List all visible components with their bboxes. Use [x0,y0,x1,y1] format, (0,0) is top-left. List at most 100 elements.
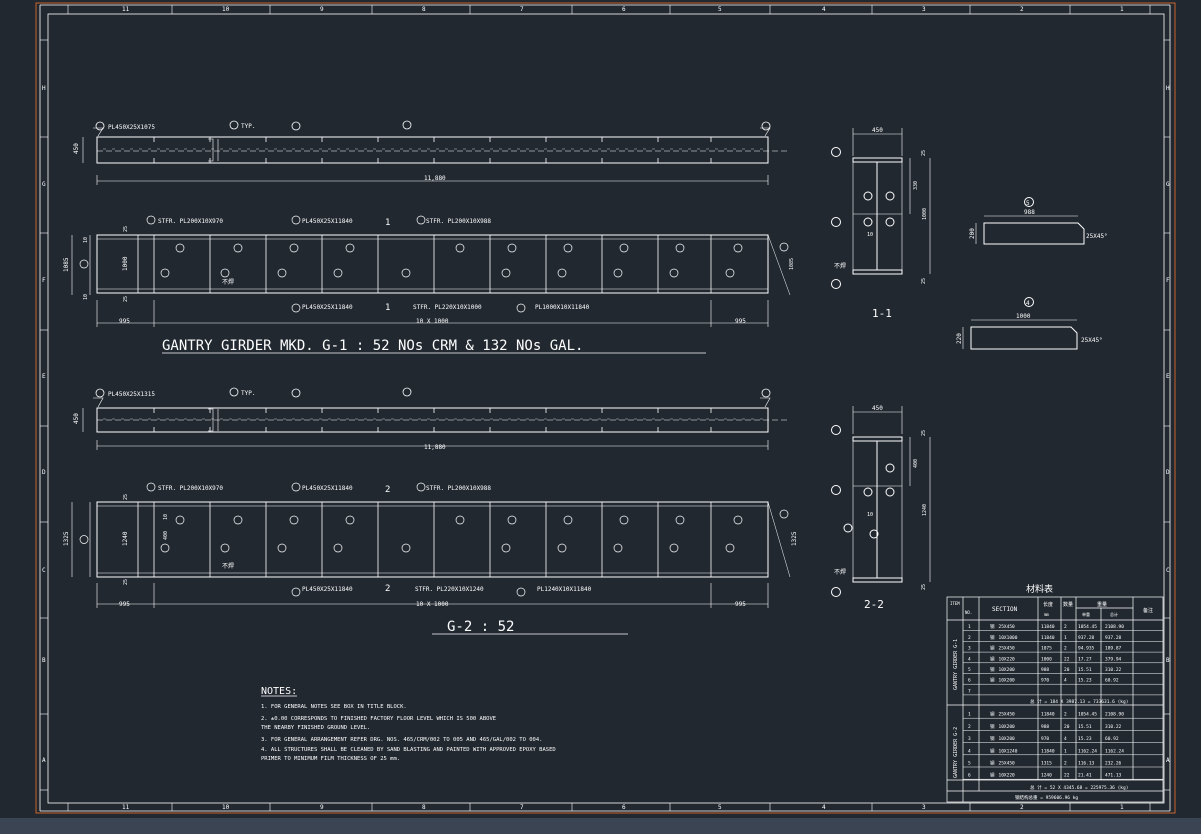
g1-elevation-balloons [79,215,789,313]
g1-section-mark-bot: 1 [385,303,390,313]
g1-plan-stiffener-ticks [103,137,763,163]
bom-cell-total: 310.22 [1105,724,1122,730]
bom-cell-qty: 2 [1064,646,1067,652]
bom-cell-size: 25X450 [999,646,1016,652]
bom-sub-total: 总计 [1110,611,1118,617]
bom-cell-total: 60.92 [1105,678,1119,684]
section1-dim-a: 330 [913,181,919,190]
bom-cell-total: 310.22 [1105,667,1122,673]
bom-cell-material: 钢 [990,634,995,641]
web-balloon [613,268,623,278]
web-balloon [669,543,679,553]
g1-plan-view [82,127,790,185]
bom-cell-no: 2 [968,724,971,730]
bom-cell-unit: 937.28 [1078,635,1095,641]
g2-plan-view [82,397,790,450]
bom-cell-no: 7 [968,688,971,694]
g1-elevation-stiffeners [137,235,712,293]
bom-cell-material: 钢 [990,645,995,652]
stiffener-balloon [289,515,299,525]
bom-cell-length: 11840 [1041,748,1055,754]
bom-cell-qty: 20 [1064,667,1070,673]
section1-dim-d: 25 [921,150,927,156]
stiffener-balloon [507,243,517,253]
grid-col-top-2: 2 [1020,6,1024,13]
bom-cell-length: 970 [1041,736,1049,742]
section1-dim-e: 25 [921,278,927,284]
grid-row-left-G: G [42,181,46,188]
grid-col-top-5: 5 [718,6,722,13]
web-balloon [277,543,287,553]
bom-cell-length: 988 [1041,724,1049,730]
bom-cell-no: 1 [968,712,971,718]
callout-balloon [291,482,301,492]
grid-col-top-10: 10 [222,6,230,13]
bom-cell-material: 钢 [990,655,995,662]
bom-cell-length: 11840 [1041,712,1055,718]
g2-web-dim: 1240 [122,531,129,546]
stiffener-balloon [507,515,517,525]
g1-end-dim-right: 995 [735,318,746,325]
drawing-frame [39,4,1171,812]
grid-row-right-F: F [1166,277,1170,284]
web-balloon [160,268,170,278]
g2-elevation-balloons [79,482,789,597]
grid-col-bottom-9: 9 [320,804,324,811]
callout-balloon [291,303,301,313]
bom-cell-unit: 21.41 [1078,773,1092,779]
bom-cell-qty: 1 [1064,748,1067,754]
grid-col-top-9: 9 [320,6,324,13]
g1-web: PL1000X10X11840 [535,304,590,311]
notes-line-1: 1. FOR GENERAL NOTES SEE BOX IN TITLE BL… [261,704,407,710]
bom-cell-size: 10X1240 [999,748,1018,754]
bom-cell-no: 6 [968,773,971,779]
bom-subtotal-g2: 总 计 = 52 X 4345.68 = 225975.36 (kg) [1030,784,1128,791]
bom-cell-total: 60.92 [1105,736,1119,742]
g1-spacing: 10 X 1000 [416,318,449,325]
section1-dim-b: 10 [867,232,873,238]
detail4-height: 220 [956,333,963,344]
bom-cell-material: 钢 [990,666,995,673]
bom-grand-total: 钢结构总重 = 959606.96 kg [1015,794,1078,801]
section1-weld: 不焊 [834,262,846,270]
grid-row-right-B: B [1166,657,1170,664]
section1-label: 1-1 [872,307,892,320]
g1-right-dim: 1085 [789,258,795,270]
web-balloon [613,543,623,553]
stiffener-balloon [345,515,355,525]
stiffener-balloon [675,243,685,253]
g1-flange-bot: PL450X25X11840 [302,304,353,311]
g2-stfr-left: STFR. PL200X10X970 [158,485,223,492]
stiffener-balloon [733,243,743,253]
grid-row-left-C: C [42,567,46,574]
bom-cell-size: 10X200 [999,736,1016,742]
g2-plan-balloons [95,387,771,398]
grid-row-left-D: D [42,469,46,476]
bom-cell-size: 25X450 [999,624,1016,630]
bom-cell-no: 4 [968,748,971,754]
g2-typ-label: TYP. [241,390,255,397]
grid-row-right-A: A [1166,757,1170,764]
g2-plan-stiffener-ticks [103,408,763,432]
g1-flange-top: PL450X25X11840 [302,218,353,225]
bom-cell-section: 钢 25X450 [990,645,1015,652]
bom-cell-qty: 2 [1064,761,1067,767]
bom-cell-total: 2108.90 [1105,712,1124,718]
g1-plan-balloons [95,120,771,131]
stiffener-balloon [455,243,465,253]
grid-col-bottom-2: 2 [1020,804,1024,811]
grid-row-left-E: E [42,373,46,380]
web-balloon [725,543,735,553]
g1-web-dim: 1000 [122,256,129,271]
bom-header-qty: 数量 [1063,601,1073,608]
callout-balloon [416,482,426,492]
notes-line-2: 2. ±0.00 CORRESPONDS TO FINISHED FACTORY… [261,716,496,722]
